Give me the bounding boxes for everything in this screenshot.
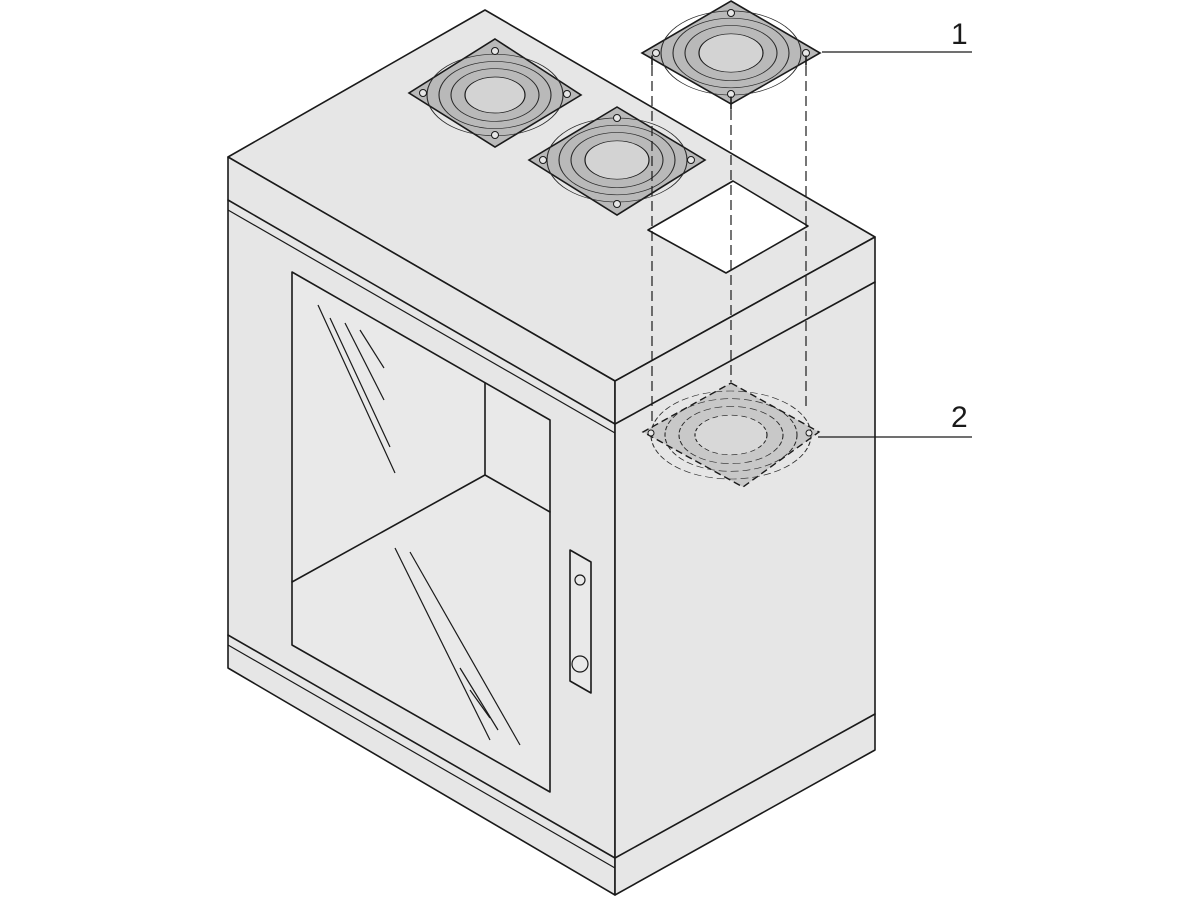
glass-reflection [317,304,396,474]
alignment-lines [651,66,807,425]
front-plinth-band [227,634,616,859]
front-top-band-inner [227,209,616,434]
filter-mat-icon [641,382,821,488]
side-plinth-band [614,713,876,859]
glass-reflection [344,322,385,401]
glass-reflection [409,551,521,746]
fan-guard-icon [407,38,583,148]
lock-hole-lower [571,655,589,673]
callout-1-label: 1 [951,18,968,51]
top-cutout-opening [647,180,809,274]
glass-reflection [359,329,385,369]
glass-reflection [329,317,391,448]
interior-floor-edge [291,474,486,583]
callout-2-label: 2 [951,401,968,434]
cabinet-side-face [614,236,876,896]
glass-reflection [459,667,499,731]
fan-guard-icon [527,106,707,216]
door-lock-icon [569,549,592,694]
fan-guard-icon [640,0,822,110]
glass-reflection [394,547,491,741]
glass-door [291,271,551,793]
front-top-band [227,199,616,425]
front-plinth-band-inner [227,644,616,869]
side-top-band [614,281,876,425]
glass-reflection [469,689,491,719]
lock-hole-upper [574,574,586,586]
